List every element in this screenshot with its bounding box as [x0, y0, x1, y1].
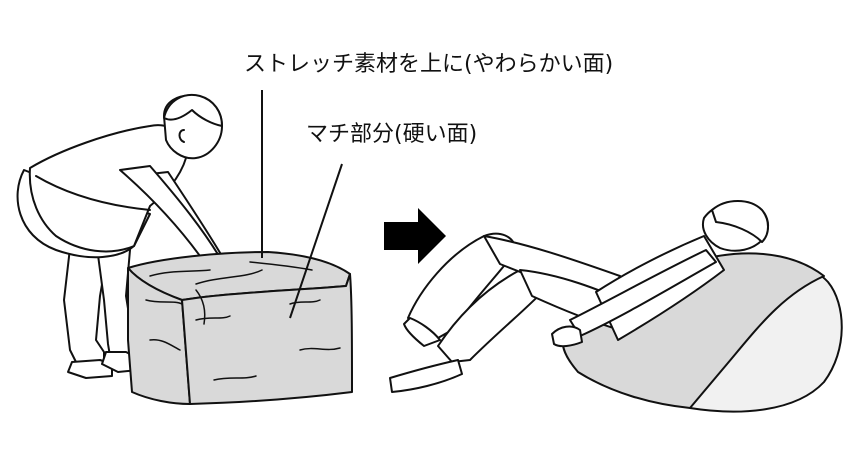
person-sitting-in-cushion [389, 200, 843, 413]
cushion-side-gusset [181, 273, 353, 405]
person-hair [163, 94, 223, 127]
sitting-person-hair [711, 200, 769, 243]
label-gusset-side: マチ部分(硬い面) [306, 122, 478, 147]
label-stretch-side-up: ストレッチ素材を上に(やわらかい面) [244, 52, 614, 77]
sitting-person-hand [551, 325, 583, 348]
cushion-box [127, 251, 353, 405]
sitting-person-foot-far [403, 317, 441, 347]
person-ear [178, 129, 185, 143]
sitting-person-lower-leg [407, 232, 517, 339]
right-arrow-icon [384, 208, 446, 264]
person-shirt-hem [35, 175, 151, 211]
leader-line-gusset [289, 163, 343, 319]
sitting-person-foot-near [389, 359, 463, 393]
leader-lines [261, 90, 343, 319]
sitting-person-arm [569, 249, 717, 337]
person-torso [28, 124, 189, 253]
person-back-shoe [67, 359, 113, 379]
